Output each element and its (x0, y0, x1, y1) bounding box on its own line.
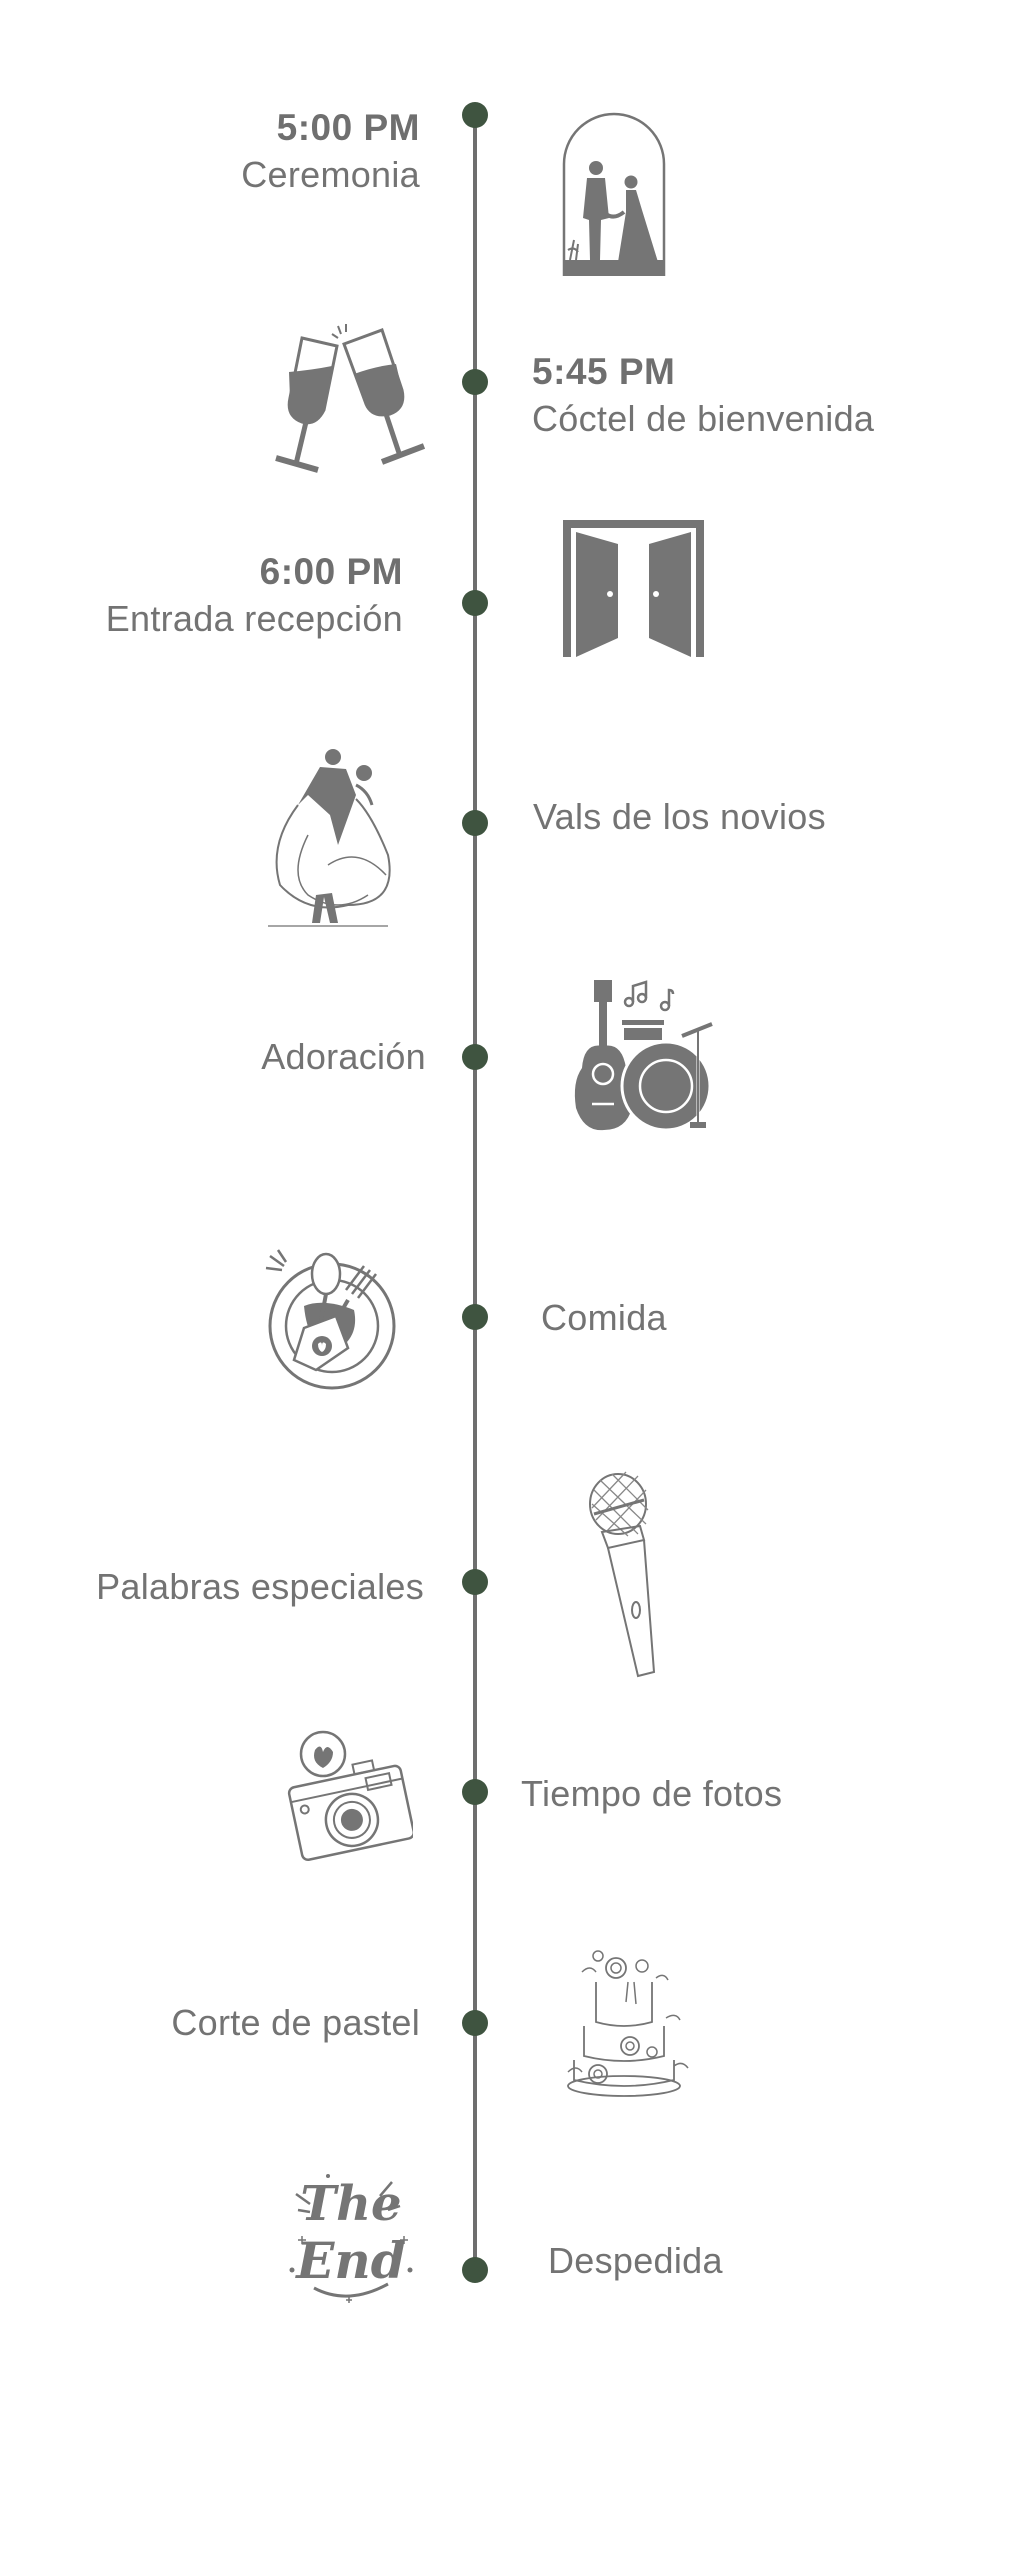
timeline-line (473, 115, 477, 2270)
event-title: Entrada recepción (105, 598, 403, 639)
timeline-dot (462, 1779, 488, 1805)
event-label: Corte de pastel (171, 1998, 420, 2048)
event-time: 6:00 PM (259, 551, 403, 592)
event-title: Adoración (261, 1036, 426, 1077)
timeline-dot (462, 590, 488, 616)
event-title: Comida (541, 1297, 667, 1338)
event-label: 6:00 PM Entrada recepción (106, 550, 403, 644)
timeline-dot (462, 102, 488, 128)
event-label: Despedida (548, 2236, 723, 2286)
event-label: Comida (541, 1293, 667, 1343)
event-title: Despedida (548, 2240, 723, 2281)
timeline-dot (462, 810, 488, 836)
event-label: 5:45 PM Cóctel de bienvenida (532, 350, 874, 444)
wedding-cake-icon (562, 1942, 692, 2102)
event-time: 5:00 PM (276, 107, 420, 148)
event-time: 5:45 PM (532, 351, 676, 392)
plate-cutlery-icon (264, 1248, 404, 1390)
timeline-dot (462, 1304, 488, 1330)
event-label: Palabras especiales (96, 1562, 424, 1612)
event-label: Tiempo de fotos (521, 1769, 782, 1819)
event-label: 5:00 PM Ceremonia (241, 106, 420, 200)
svg-text:The: The (300, 2176, 401, 2232)
event-label: Vals de los novios (533, 792, 826, 842)
event-title: Palabras especiales (96, 1566, 424, 1607)
guitar-drums-icon (572, 978, 716, 1132)
timeline-dot (462, 1569, 488, 1595)
open-doors-icon (563, 520, 704, 657)
couple-arch-icon (560, 110, 668, 278)
the-end-lettering-icon: The End (288, 2160, 414, 2308)
event-title: Vals de los novios (533, 796, 826, 837)
event-title: Tiempo de fotos (521, 1773, 783, 1814)
timeline-dot (462, 1044, 488, 1070)
event-label: Adoración (261, 1032, 426, 1082)
timeline-dot (462, 2010, 488, 2036)
champagne-toast-icon (272, 318, 430, 476)
timeline-dot (462, 369, 488, 395)
timeline-dot (462, 2257, 488, 2283)
svg-text:End: End (294, 2231, 405, 2290)
event-title: Corte de pastel (171, 2002, 420, 2043)
event-title: Ceremonia (241, 154, 420, 195)
dancing-couple-icon (268, 745, 410, 930)
microphone-icon (588, 1470, 672, 1682)
event-title: Cóctel de bienvenida (532, 398, 875, 439)
camera-icon (287, 1726, 413, 1862)
